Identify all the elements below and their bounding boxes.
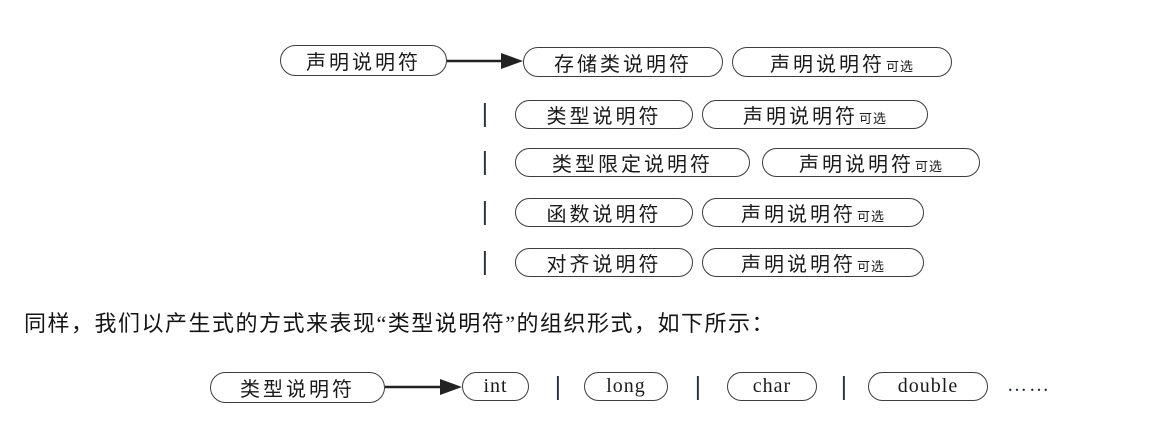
node-declaration-specifier-opt: 声明说明符可选 — [732, 47, 952, 77]
node-label: 存储类说明符 — [554, 53, 692, 76]
node-int: int — [462, 372, 529, 401]
alternation-pipe: | — [694, 373, 702, 401]
node-type-specifier: 类型说明符 — [515, 100, 693, 129]
node-label: 声明说明符 — [306, 52, 421, 74]
node-function-specifier: 函数说明符 — [515, 198, 693, 227]
node-label: double — [897, 375, 959, 397]
node-label: char — [752, 375, 792, 397]
node-label: 声明说明符 — [798, 154, 914, 176]
node-char: char — [727, 372, 817, 401]
node-double: double — [868, 372, 988, 401]
node-long: long — [584, 372, 668, 401]
alternation-pipe: | — [481, 100, 489, 128]
node-declaration-specifier: 声明说明符 — [280, 45, 447, 76]
node-label: 类型限定说明符 — [552, 154, 713, 176]
alternation-pipe: | — [481, 148, 489, 176]
ellipsis-text: …… — [1007, 374, 1051, 396]
node-declaration-specifier-opt: 声明说明符可选 — [702, 248, 924, 277]
body-paragraph: 同样，我们以产生式的方式来表现“类型说明符”的组织形式，如下所示： — [24, 311, 776, 336]
node-type-specifier-lhs: 类型说明符 — [210, 372, 385, 403]
node-label: 类型说明符 — [240, 379, 355, 401]
node-label: 声明说明符 — [740, 254, 856, 276]
optional-subscript: 可选 — [856, 259, 885, 274]
node-storage-class-specifier: 存储类说明符 — [523, 47, 723, 77]
optional-subscript: 可选 — [885, 58, 914, 74]
node-declaration-specifier-opt: 声明说明符可选 — [702, 198, 924, 227]
node-label: 声明说明符 — [742, 106, 858, 128]
node-label: 声明说明符 — [740, 204, 856, 226]
node-declaration-specifier-opt: 声明说明符可选 — [702, 100, 928, 129]
optional-subscript: 可选 — [914, 159, 943, 174]
node-label: 对齐说明符 — [546, 254, 662, 276]
node-declaration-specifier-opt: 声明说明符可选 — [762, 148, 980, 177]
arrow-icon — [447, 53, 523, 69]
alternation-pipe: | — [481, 248, 489, 276]
optional-subscript: 可选 — [856, 209, 885, 224]
alternation-pipe: | — [554, 373, 562, 401]
arrow-icon — [385, 379, 462, 395]
optional-subscript: 可选 — [858, 111, 887, 126]
node-label: long — [606, 375, 646, 397]
node-label: 函数说明符 — [546, 204, 662, 226]
node-label: 类型说明符 — [546, 106, 662, 128]
node-type-qualifier-specifier: 类型限定说明符 — [515, 148, 750, 177]
node-label: int — [483, 375, 508, 397]
node-label: 声明说明符 — [769, 53, 885, 76]
node-alignment-specifier: 对齐说明符 — [515, 248, 693, 277]
alternation-pipe: | — [840, 373, 848, 401]
alternation-pipe: | — [481, 198, 489, 226]
